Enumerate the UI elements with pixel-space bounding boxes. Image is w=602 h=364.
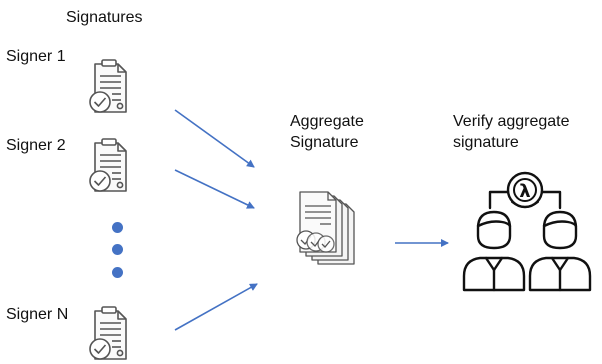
aggregate-signature-icon <box>296 191 355 265</box>
aggregate-line-1: Aggregate <box>290 113 364 130</box>
verify-line-1: Verify aggregate <box>453 113 570 130</box>
signed-document-icon <box>89 138 127 192</box>
ellipsis-dot <box>112 244 123 255</box>
aggregate-line-2: Signature <box>290 134 359 151</box>
signed-document-icon <box>89 306 127 360</box>
arrow-signer-1 <box>174 109 255 168</box>
verify-aggregate-label: Verify aggregate signature <box>453 111 602 153</box>
arrow-signer-n <box>174 283 258 331</box>
aggregate-signature-label: Aggregate Signature <box>290 111 400 153</box>
ellipsis-dot <box>112 267 123 278</box>
verifiers-icon: λ <box>462 171 592 292</box>
signer-2-label: Signer 2 <box>6 137 66 154</box>
signer-1-label: Signer 1 <box>6 48 66 65</box>
signed-document-icon <box>89 59 127 113</box>
signer-n-label: Signer N <box>6 306 69 323</box>
lambda-coin-icon <box>506 171 544 209</box>
arrow-signer-2 <box>174 169 255 209</box>
verify-line-2: signature <box>453 134 519 151</box>
coin-symbol: λ <box>519 181 530 202</box>
ellipsis-dot <box>112 222 123 233</box>
signatures-title: Signatures <box>66 9 143 26</box>
